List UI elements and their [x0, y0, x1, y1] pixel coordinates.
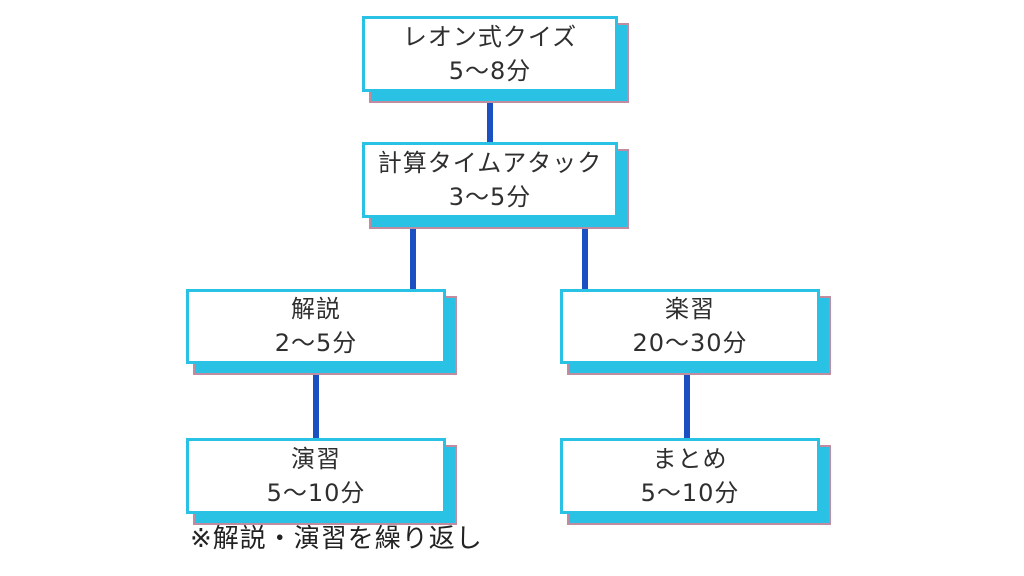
node-title: 計算タイムアタック	[377, 148, 603, 177]
flow-node-kaisetsu: 解説 2〜5分	[186, 289, 446, 364]
flow-node-matome: まとめ 5〜10分	[560, 438, 820, 514]
node-duration: 5〜10分	[266, 478, 366, 507]
connector-kaisetsu-to-enshu	[313, 362, 319, 441]
node-title: 演習	[291, 444, 341, 473]
node-duration: 2〜5分	[274, 329, 358, 357]
node-title: 楽習	[665, 295, 715, 324]
flow-node-enshu: 演習 5〜10分	[186, 438, 446, 514]
connector-timeattack-to-kaisetsu	[410, 216, 416, 292]
node-duration: 5〜10分	[640, 478, 740, 507]
flow-node-time-attack: 計算タイムアタック 3〜5分	[362, 142, 618, 218]
repeat-note: ※解説・演習を繰り返し	[190, 524, 483, 554]
node-duration: 5〜8分	[448, 56, 532, 85]
node-duration: 3〜5分	[448, 182, 532, 211]
flow-node-leon-quiz: レオン式クイズ 5〜8分	[362, 16, 618, 92]
node-title: まとめ	[652, 444, 728, 473]
node-title: レオン式クイズ	[402, 22, 578, 51]
node-title: 解説	[291, 295, 341, 324]
flow-node-gakushu: 楽習 20〜30分	[560, 289, 820, 364]
connector-quiz-to-timeattack	[487, 90, 493, 146]
connector-gakushu-to-matome	[684, 362, 690, 441]
connector-timeattack-to-gakushu	[582, 216, 588, 292]
node-duration: 20〜30分	[632, 329, 748, 357]
